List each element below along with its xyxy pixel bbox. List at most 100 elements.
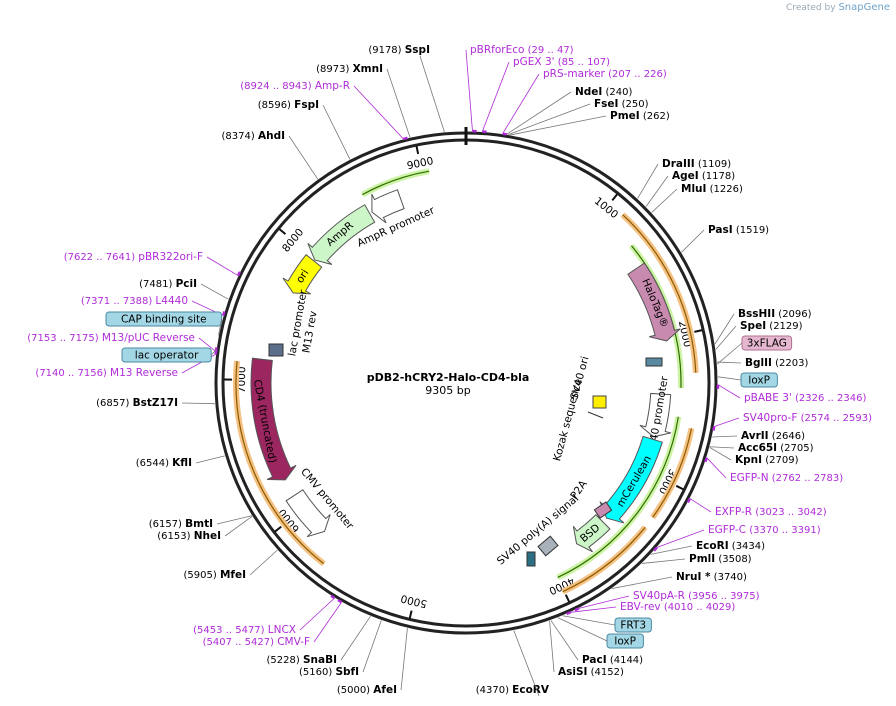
ruler-tick — [415, 145, 420, 155]
primer-range: (5407 .. 5427) — [203, 637, 278, 648]
map-length: 9305 bp — [425, 384, 470, 397]
site-label: AsiSI (4152) — [558, 666, 624, 678]
primer-label: SV40pA-R (3956 .. 3975) — [633, 590, 760, 602]
site-name: BmtI — [185, 518, 213, 530]
primer-name: EGFP-C — [708, 524, 746, 536]
site-label: SpeI (2129) — [740, 320, 803, 332]
feature-arrow-ampr — [307, 204, 376, 266]
primer-leader — [313, 601, 342, 643]
site-leader — [386, 68, 411, 138]
orf-arc-core — [652, 428, 693, 518]
site-leader — [681, 229, 705, 253]
primer-mark — [704, 457, 708, 463]
site-name: DraIII — [662, 158, 695, 170]
site-label: AvrII (2646) — [741, 430, 805, 442]
site-name: MfeI — [220, 569, 246, 581]
site-name: NruI * — [676, 571, 711, 583]
ruler-tick — [564, 594, 571, 603]
polya-label: SV40 poly(A) signal — [495, 492, 581, 567]
site-leader — [249, 549, 278, 576]
ruler-tick — [611, 193, 619, 201]
site-label: KpnI (2709) — [735, 454, 799, 466]
site-leader — [419, 55, 445, 133]
site-name: Acc65I — [738, 442, 777, 454]
site-name: BstZ17I — [133, 397, 178, 409]
boxed-leader — [218, 318, 222, 336]
site-name: NheI — [194, 530, 221, 542]
site-name: EcoRV — [512, 684, 550, 696]
site-label: (7481) PciI — [139, 278, 197, 290]
orf-arc-core — [562, 526, 646, 593]
map-title: pDB2-hCRY2-Halo-CD4-bla — [367, 371, 530, 384]
site-label: (6153) NheI — [157, 530, 221, 542]
site-leader — [650, 545, 693, 555]
site-name: EcoRI — [696, 540, 729, 552]
orf-arc-core — [622, 214, 697, 373]
brand-prefix: Created by — [786, 3, 836, 13]
site-position: (2705) — [777, 443, 814, 454]
primer-leader — [714, 417, 740, 427]
site-label: (8596) FspI — [258, 99, 319, 111]
site-name: AfeI — [373, 684, 397, 696]
site-position: (4370) — [476, 685, 512, 696]
polya-small-box — [526, 551, 536, 567]
primer-name: EGFP-N — [730, 472, 769, 484]
site-label: (6857) BstZ17I — [96, 397, 178, 409]
site-position: (5000) — [337, 685, 373, 696]
primer-range: (3023 .. 3042) — [752, 507, 827, 518]
site-label: (6544) KflI — [136, 457, 192, 469]
primer-mark — [236, 271, 242, 277]
primer-leader — [465, 49, 473, 132]
boxed-leader — [717, 376, 742, 381]
feature-arrow-ampr-promoter — [371, 189, 405, 224]
primer-range: (7140 .. 7156) — [35, 368, 110, 379]
site-leader — [513, 630, 540, 697]
site-leader — [508, 103, 591, 135]
primer-range: (7622 .. 7641) — [64, 252, 139, 263]
primer-label: (7140 .. 7156) M13 Reverse — [35, 367, 178, 379]
site-leader — [709, 447, 732, 461]
site-leader — [400, 628, 408, 691]
site-leader — [712, 435, 738, 438]
primer-range: (2326 .. 2346) — [792, 393, 867, 404]
site-label: (8374) AhdI — [222, 130, 285, 142]
site-label: (4370) EcoRV — [476, 684, 550, 696]
primer-label: (7371 .. 7388) L4440 — [81, 295, 188, 307]
site-leader — [549, 620, 555, 673]
site-label: (8973) XmnI — [316, 63, 383, 75]
boxed-feature-label: lac operator — [135, 350, 199, 362]
primer-mark — [566, 611, 572, 616]
site-label: AgeI (1178) — [672, 170, 735, 182]
primer-leader — [706, 457, 727, 479]
site-name: SbfI — [335, 666, 359, 678]
site-leader — [645, 175, 669, 207]
primer-range: (7371 .. 7388) — [81, 296, 156, 307]
site-position: (5160) — [299, 667, 335, 678]
site-position: (8374) — [222, 131, 258, 142]
site-leader — [181, 402, 215, 405]
site-name: PmeI — [610, 110, 640, 122]
primer-label: EGFP-N (2762 .. 2783) — [730, 472, 843, 484]
primer-range: (2574 .. 2593) — [797, 413, 872, 424]
site-label: NdeI (240) — [575, 86, 633, 98]
orf-arc-green-core — [362, 170, 430, 196]
boxed-leader — [557, 617, 608, 642]
site-position: (6157) — [149, 519, 185, 530]
primer-mark — [574, 607, 580, 612]
primer-range: (4010 .. 4029) — [661, 602, 736, 613]
feature-arrow-cd4-truncated- — [250, 357, 297, 481]
boxed-feature-label: CAP binding site — [121, 314, 207, 326]
site-label: (5228) SnaBI — [267, 654, 337, 666]
site-name: FspI — [294, 99, 319, 111]
backbone-ring — [214, 127, 718, 635]
primer-range: (29 .. 47) — [524, 45, 573, 56]
site-label: Acc65I (2705) — [738, 442, 814, 454]
brand-name: SnapGene — [838, 2, 890, 13]
site-position: (4152) — [587, 667, 624, 678]
kozak-mark — [587, 411, 604, 419]
primer-mark — [330, 594, 336, 600]
orf-arc-core — [235, 361, 325, 565]
boxed-feature-label: 3xFLAG — [747, 338, 787, 350]
